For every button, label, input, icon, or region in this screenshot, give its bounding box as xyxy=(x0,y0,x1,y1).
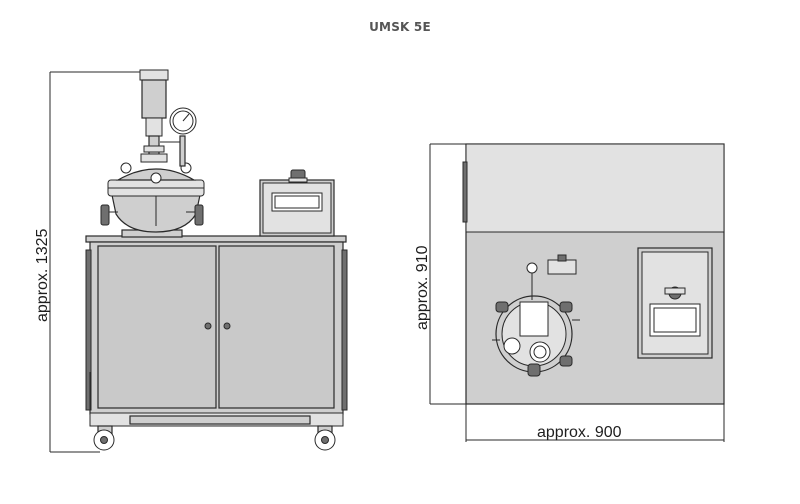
pressure-vessel xyxy=(100,162,205,238)
front-view: approx. 1325 xyxy=(34,69,348,453)
control-box-top xyxy=(637,247,713,359)
door-knob-left xyxy=(204,322,212,330)
height-label: approx. 1325 xyxy=(34,228,51,322)
drawing-title: UMSK 5E xyxy=(369,20,431,34)
cabinet-door-right xyxy=(218,245,335,409)
stirrer-drive xyxy=(139,69,186,167)
height-dimension: approx. 1325 xyxy=(34,71,140,453)
vessel-lid-top xyxy=(492,254,580,377)
control-display xyxy=(271,192,323,212)
door-knob-right xyxy=(223,322,231,330)
cabinet-door-left xyxy=(97,245,217,409)
top-view: approx. 910 approx. 900 xyxy=(414,143,725,442)
caster-right xyxy=(314,425,336,451)
depth-label: approx. 910 xyxy=(414,245,431,330)
pressure-gauge xyxy=(169,107,197,135)
motor-block-top xyxy=(519,301,549,337)
control-box-front xyxy=(259,169,335,237)
control-display-top xyxy=(649,303,701,337)
width-label: approx. 900 xyxy=(537,424,622,441)
cabinet xyxy=(85,235,348,427)
caster-left xyxy=(93,425,115,451)
width-dimension: approx. 900 xyxy=(465,404,725,442)
depth-dimension: approx. 910 xyxy=(414,143,466,405)
gauge-top xyxy=(526,262,538,274)
